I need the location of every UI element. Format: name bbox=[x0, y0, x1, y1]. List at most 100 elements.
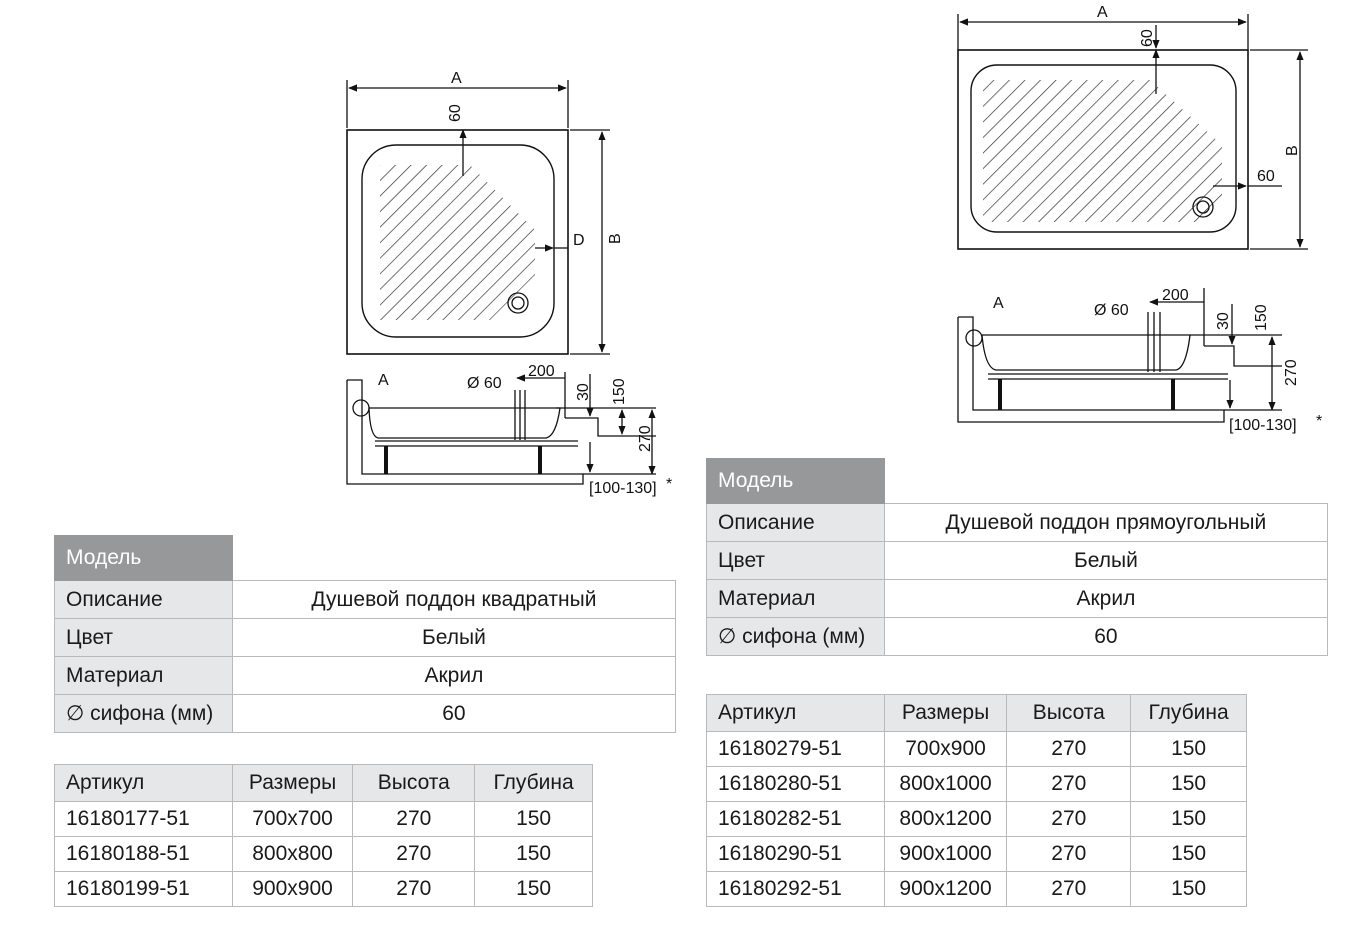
dim-30-label: 30 bbox=[1215, 312, 1232, 330]
spec-label: Цвет bbox=[706, 541, 885, 580]
col-header: Высота bbox=[352, 764, 476, 802]
dim-b-label: B bbox=[1284, 145, 1301, 156]
spec-row: Материал Акрил bbox=[54, 656, 677, 695]
spec-value: Белый bbox=[883, 541, 1329, 580]
spec-value: Акрил bbox=[883, 579, 1329, 618]
col-header: Артикул bbox=[706, 694, 885, 732]
spec-label: Материал bbox=[54, 656, 233, 695]
right-spec-table: Модель Описание Душевой поддон прямоугол… bbox=[706, 458, 1329, 656]
range-label: [100-130] bbox=[589, 480, 657, 497]
size-cell: 800x800 bbox=[231, 836, 354, 872]
spec-label: Описание bbox=[54, 580, 233, 619]
height-cell: 270 bbox=[352, 871, 476, 907]
range-star: * bbox=[1316, 413, 1322, 430]
depth-cell: 150 bbox=[474, 801, 593, 837]
model-header: Модель bbox=[54, 535, 233, 581]
dim-60-label: 60 bbox=[447, 104, 464, 122]
height-cell: 270 bbox=[1006, 871, 1132, 907]
height-cell: 270 bbox=[352, 801, 476, 837]
article-cell: 16180282-51 bbox=[706, 801, 885, 837]
depth-cell: 150 bbox=[1130, 871, 1247, 907]
dim-200-label: 200 bbox=[528, 363, 555, 380]
pipe-diameter-label: Ø 60 bbox=[1094, 302, 1129, 319]
dim-b-label: B bbox=[607, 233, 624, 244]
size-cell: 900x900 bbox=[231, 871, 354, 907]
depth-cell: 150 bbox=[474, 871, 593, 907]
square-tray-side-view bbox=[346, 372, 656, 485]
size-cell: 700x700 bbox=[231, 801, 354, 837]
dim-270-label: 270 bbox=[637, 425, 654, 452]
rect-tray-top-view bbox=[957, 14, 1308, 250]
article-cell: 16180177-51 bbox=[54, 801, 233, 837]
spec-row: Описание Душевой поддон квадратный bbox=[54, 580, 677, 619]
pipe-diameter-label: Ø 60 bbox=[467, 375, 502, 392]
dim-150-label: 150 bbox=[611, 378, 628, 405]
table-row: 16180199-51 900x900 270 150 bbox=[54, 871, 593, 907]
col-header: Размеры bbox=[883, 694, 1008, 732]
dim-a-label: A bbox=[451, 70, 462, 87]
spec-value: Белый bbox=[231, 618, 677, 657]
height-cell: 270 bbox=[352, 836, 476, 872]
article-cell: 16180279-51 bbox=[706, 731, 885, 767]
table-row: 16180292-51 900x1200 270 150 bbox=[706, 871, 1247, 907]
rect-tray-side-view bbox=[957, 288, 1282, 423]
spec-label: Материал bbox=[706, 579, 885, 618]
square-tray-top-view bbox=[346, 80, 610, 355]
left-spec-table: Модель Описание Душевой поддон квадратны… bbox=[54, 535, 677, 733]
spec-row: Цвет Белый bbox=[54, 618, 677, 657]
size-cell: 900x1200 bbox=[883, 871, 1008, 907]
spec-row: Материал Акрил bbox=[706, 579, 1329, 618]
article-cell: 16180280-51 bbox=[706, 766, 885, 802]
model-row: Модель bbox=[706, 458, 1328, 504]
height-cell: 270 bbox=[1006, 801, 1132, 837]
col-header: Артикул bbox=[54, 764, 233, 802]
depth-cell: 150 bbox=[1130, 766, 1247, 802]
table-header-row: Артикул Размеры Высота Глубина bbox=[706, 694, 1247, 732]
depth-cell: 150 bbox=[1130, 836, 1247, 872]
spec-row: ∅ сифона (мм) 60 bbox=[54, 694, 677, 733]
model-row: Модель bbox=[54, 535, 676, 581]
size-cell: 800x1000 bbox=[883, 766, 1008, 802]
dim-150-label: 150 bbox=[1253, 304, 1270, 331]
spec-value: Душевой поддон прямоугольный bbox=[883, 503, 1329, 542]
table-row: 16180290-51 900x1000 270 150 bbox=[706, 836, 1247, 872]
range-label: [100-130] bbox=[1229, 417, 1297, 434]
range-star: * bbox=[666, 476, 672, 493]
dim-30-label: 30 bbox=[575, 383, 592, 401]
spec-label: Описание bbox=[706, 503, 885, 542]
table-row: 16180282-51 800x1200 270 150 bbox=[706, 801, 1247, 837]
spec-value: Душевой поддон квадратный bbox=[231, 580, 677, 619]
depth-cell: 150 bbox=[1130, 801, 1247, 837]
right-article-table: Артикул Размеры Высота Глубина 16180279-… bbox=[706, 694, 1247, 907]
spec-value: Акрил bbox=[231, 656, 677, 695]
dim-a-label: A bbox=[1097, 4, 1108, 21]
dim-270-label: 270 bbox=[1283, 359, 1300, 386]
dim-60-label: 60 bbox=[1139, 29, 1156, 47]
dim-d-label: D bbox=[573, 232, 585, 249]
article-cell: 16180188-51 bbox=[54, 836, 233, 872]
table-header-row: Артикул Размеры Высота Глубина bbox=[54, 764, 593, 802]
spec-label: Цвет bbox=[54, 618, 233, 657]
table-row: 16180188-51 800x800 270 150 bbox=[54, 836, 593, 872]
table-row: 16180280-51 800x1000 270 150 bbox=[706, 766, 1247, 802]
height-cell: 270 bbox=[1006, 836, 1132, 872]
model-header: Модель bbox=[706, 458, 885, 504]
article-cell: 16180292-51 bbox=[706, 871, 885, 907]
side-a-label: A bbox=[378, 372, 389, 389]
table-row: 16180279-51 700x900 270 150 bbox=[706, 731, 1247, 767]
side-a-label: A bbox=[993, 295, 1004, 312]
spec-label: ∅ сифона (мм) bbox=[54, 694, 233, 733]
size-cell: 800x1200 bbox=[883, 801, 1008, 837]
size-cell: 900x1000 bbox=[883, 836, 1008, 872]
spec-row: Цвет Белый bbox=[706, 541, 1329, 580]
article-cell: 16180199-51 bbox=[54, 871, 233, 907]
col-header: Глубина bbox=[1130, 694, 1247, 732]
dim-60-side-label: 60 bbox=[1257, 168, 1275, 185]
dim-200-label: 200 bbox=[1162, 287, 1189, 304]
size-cell: 700x900 bbox=[883, 731, 1008, 767]
height-cell: 270 bbox=[1006, 766, 1132, 802]
spec-value: 60 bbox=[883, 617, 1329, 656]
col-header: Размеры bbox=[231, 764, 354, 802]
depth-cell: 150 bbox=[1130, 731, 1247, 767]
